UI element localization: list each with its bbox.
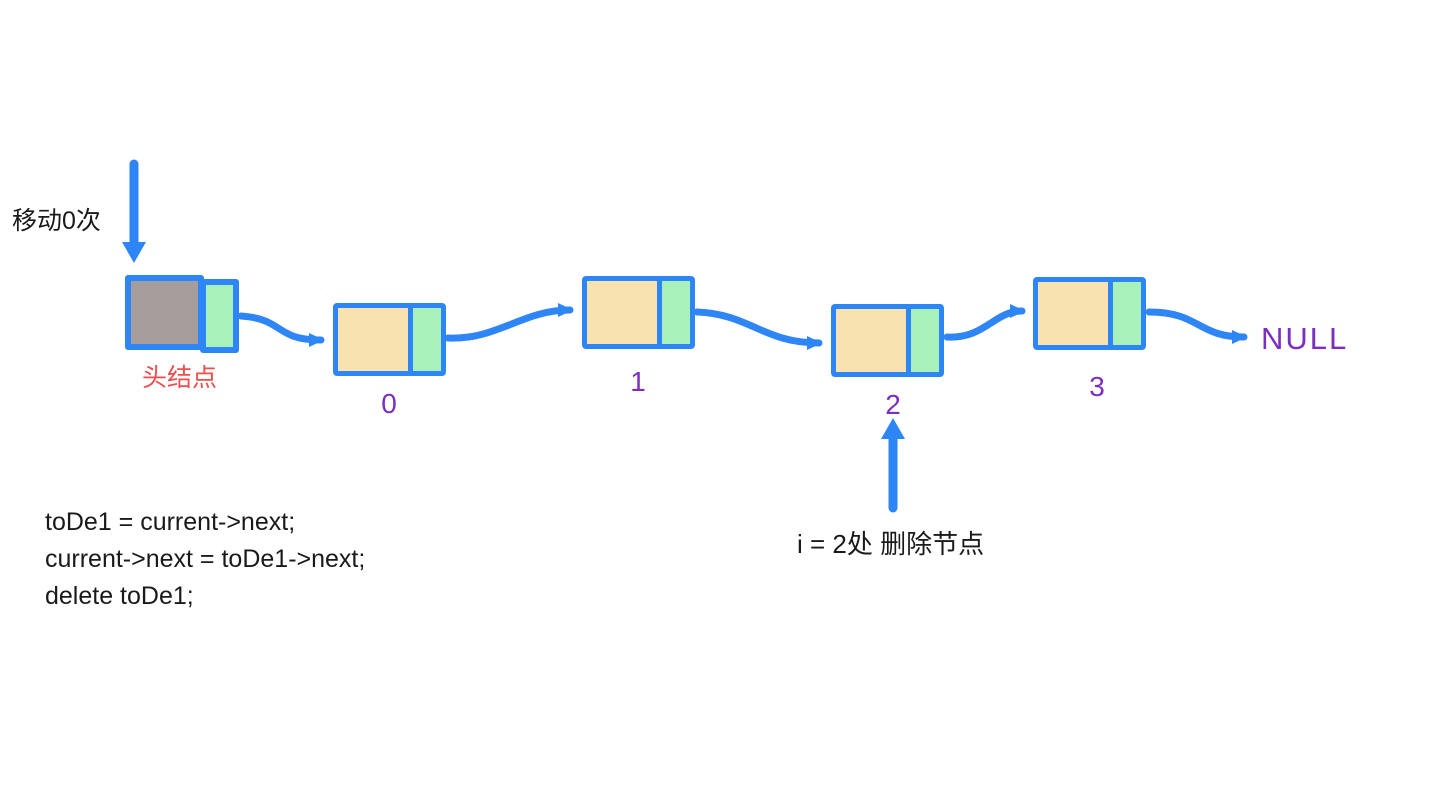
node-2: [831, 304, 944, 377]
head-node-next-cell: [200, 279, 239, 353]
node-3-data-cell: [1038, 282, 1108, 345]
node-3: [1033, 277, 1146, 350]
node-0-next-cell: [413, 308, 441, 371]
node-1-next-cell: [662, 281, 690, 344]
node-1-data-cell: [587, 281, 657, 344]
node-0-index-label: 0: [381, 388, 397, 419]
node-2-next-cell: [911, 309, 939, 372]
null-terminator-label: NULL: [1261, 321, 1349, 356]
node-3-index-label: 3: [1089, 371, 1105, 402]
code-line-2: current->next = toDe1->next;: [45, 545, 366, 573]
code-line-1: toDe1 = current->next;: [45, 508, 296, 536]
move-count-label: 移动0次: [12, 207, 101, 235]
code-line-3: delete toDe1;: [45, 582, 194, 610]
node-2-index-label: 2: [885, 389, 901, 420]
delete-position-annotation: i = 2处 删除节点: [797, 529, 985, 559]
head-node-data-cell: [125, 275, 204, 350]
node-1-index-label: 1: [630, 366, 646, 397]
link-arrow-node3-to-null: [1145, 308, 1248, 344]
node-1: [582, 276, 695, 349]
link-arrow-node1-to-node2: [693, 308, 823, 350]
head-node-label: 头结点: [142, 364, 218, 392]
node-0-data-cell: [338, 308, 408, 371]
code-snippet: toDe1 = current->next; current->next = t…: [45, 504, 365, 615]
node-0: [333, 303, 446, 376]
link-arrow-head-to-node0: [237, 312, 325, 347]
node-3-next-cell: [1113, 282, 1141, 345]
node-2-data-cell: [836, 309, 906, 372]
link-arrow-node0-to-node1: [444, 303, 574, 342]
link-arrow-node2-to-node3: [943, 304, 1026, 341]
